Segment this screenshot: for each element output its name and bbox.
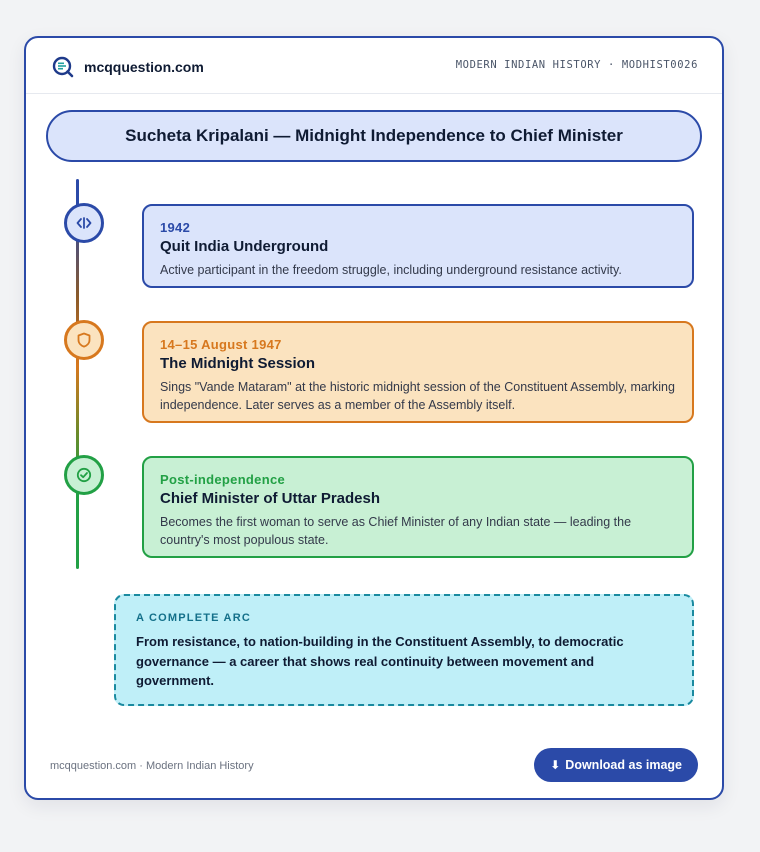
summary-note: A COMPLETE ARC From resistance, to natio… <box>114 594 694 706</box>
brand[interactable]: mcqquestion.com <box>52 56 204 78</box>
event-title: Chief Minister of Uttar Pradesh <box>160 490 381 507</box>
event-date: 14–15 August 1947 <box>160 337 282 352</box>
download-button-label: Download as image <box>565 758 682 772</box>
note-label: A COMPLETE ARC <box>136 612 251 624</box>
note-text: From resistance, to nation-building in t… <box>136 634 624 688</box>
page-title: Sucheta Kripalani — Midnight Independenc… <box>46 110 702 162</box>
timeline-node-2 <box>64 320 104 360</box>
brand-name: mcqquestion.com <box>84 59 204 75</box>
timeline-event-3: Post-independence Chief Minister of Utta… <box>142 456 694 558</box>
download-image-button[interactable]: ⬇ Download as image <box>534 748 698 782</box>
timeline-event-2: 14–15 August 1947 The Midnight Session S… <box>142 321 694 423</box>
event-date: 1942 <box>160 220 191 235</box>
timeline-line <box>76 179 79 569</box>
code-brackets-icon <box>76 217 92 229</box>
brand-logo-icon <box>52 56 74 78</box>
header-meta: MODERN INDIAN HISTORY · MODHIST0026 <box>455 59 698 71</box>
event-description: Active participant in the freedom strugg… <box>160 263 622 277</box>
infographic-card: mcqquestion.com MODERN INDIAN HISTORY · … <box>24 36 724 800</box>
check-circle-icon <box>76 467 92 483</box>
footer-text: mcqquestion.com · Modern Indian History <box>50 760 254 772</box>
event-description: Sings "Vande Mataram" at the historic mi… <box>160 380 675 412</box>
timeline-node-1 <box>64 203 104 243</box>
event-title: Quit India Underground <box>160 238 329 255</box>
shield-icon <box>77 332 91 348</box>
timeline-event-1: 1942 Quit India Underground Active parti… <box>142 204 694 288</box>
card-header: mcqquestion.com MODERN INDIAN HISTORY · … <box>26 38 722 94</box>
timeline-node-3 <box>64 455 104 495</box>
event-title: The Midnight Session <box>160 355 316 372</box>
download-arrow-icon: ⬇ <box>550 758 561 772</box>
event-date: Post-independence <box>160 472 286 487</box>
event-description: Becomes the first woman to serve as Chie… <box>160 515 632 547</box>
